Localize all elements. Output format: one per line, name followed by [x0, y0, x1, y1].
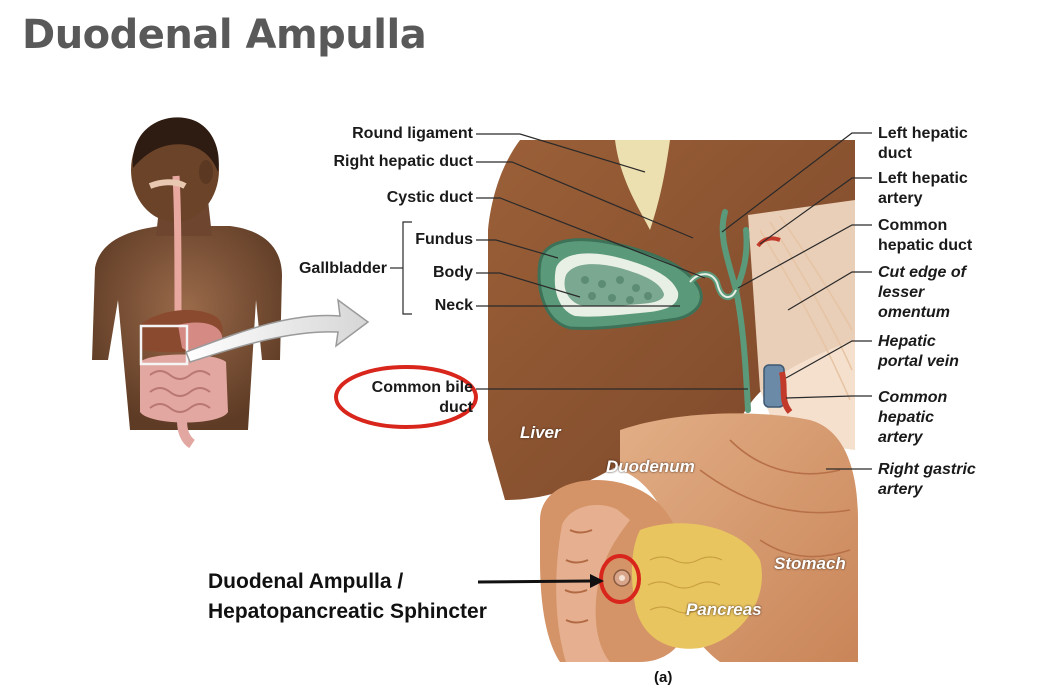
detailed-anatomy [480, 130, 860, 665]
ampulla-highlight [599, 554, 641, 604]
annotation-ampulla: Duodenal Ampulla / Hepatopancreatic Sphi… [208, 570, 487, 623]
slide-title: Duodenal Ampulla [22, 12, 427, 58]
label-cystic-duct: Cystic duct [386, 189, 473, 206]
pancreas-shape [631, 523, 762, 649]
organ-label-stomach: Stomach [774, 554, 846, 573]
label-left-hepatic-duct: Left hepatic duct [878, 125, 968, 162]
label-cut-edge-lesser-omentum: Cut edge of lesser omentum [878, 264, 966, 321]
label-common-hepatic-duct: Common hepatic duct [878, 217, 973, 254]
label-body: Body [433, 264, 473, 281]
label-hepatic-portal-vein: Hepatic portal vein [878, 333, 959, 370]
label-fundus: Fundus [415, 231, 473, 248]
label-gallbladder: Gallbladder [298, 260, 387, 277]
common-bile-duct-highlight [334, 365, 478, 429]
organ-label-duodenum: Duodenum [606, 457, 695, 476]
label-neck: Neck [434, 297, 473, 314]
organ-label-pancreas: Pancreas [686, 600, 762, 619]
organ-label-liver: Liver [520, 423, 561, 442]
human-torso-figure [92, 117, 282, 449]
label-round-ligament: Round ligament [352, 125, 473, 142]
label-left-hepatic-artery: Left hepatic artery [878, 170, 968, 207]
label-common-hepatic-artery: Common hepatic artery [878, 389, 948, 446]
label-common-bile-duct: Common bile duct [371, 379, 473, 416]
label-right-hepatic-duct: Right hepatic duct [333, 153, 473, 170]
annotation-arrow [477, 579, 591, 584]
figure-label: (a) [654, 669, 673, 686]
label-right-gastric-artery: Right gastric artery [878, 461, 976, 498]
zoom-arrow [185, 298, 370, 363]
leader-lines [390, 132, 872, 470]
zoom-box [139, 324, 189, 366]
